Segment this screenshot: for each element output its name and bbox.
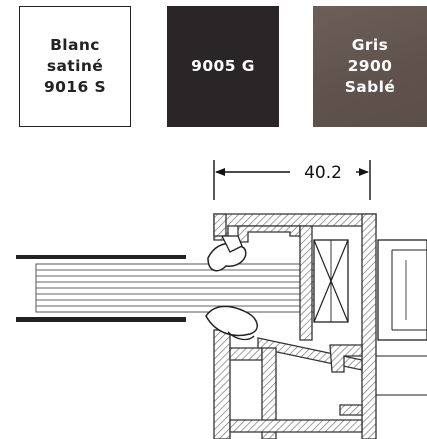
swatch-label-blanc-satine: Blanc satiné 9016 S [43,36,107,96]
swatch-label-9005-g: 9005 G [191,57,255,75]
dimension-line: 40.2 [213,160,371,200]
frame-profile [213,213,377,439]
color-swatch-blanc-satine: Blanc satiné 9016 S [19,6,131,127]
gaskets [205,235,258,341]
color-swatch-gris-2900-sable: Gris 2900 Sablé [313,6,427,127]
glazing-unit [16,255,317,322]
swatch-label-gris-2900-sable: Gris 2900 Sablé [344,36,396,96]
profile-section-drawing: 40.2 [16,160,427,439]
right-infill [376,239,427,396]
thermal-break [313,239,349,323]
dimension-label: 40.2 [304,163,342,183]
color-swatch-9005-g: 9005 G [167,6,279,127]
